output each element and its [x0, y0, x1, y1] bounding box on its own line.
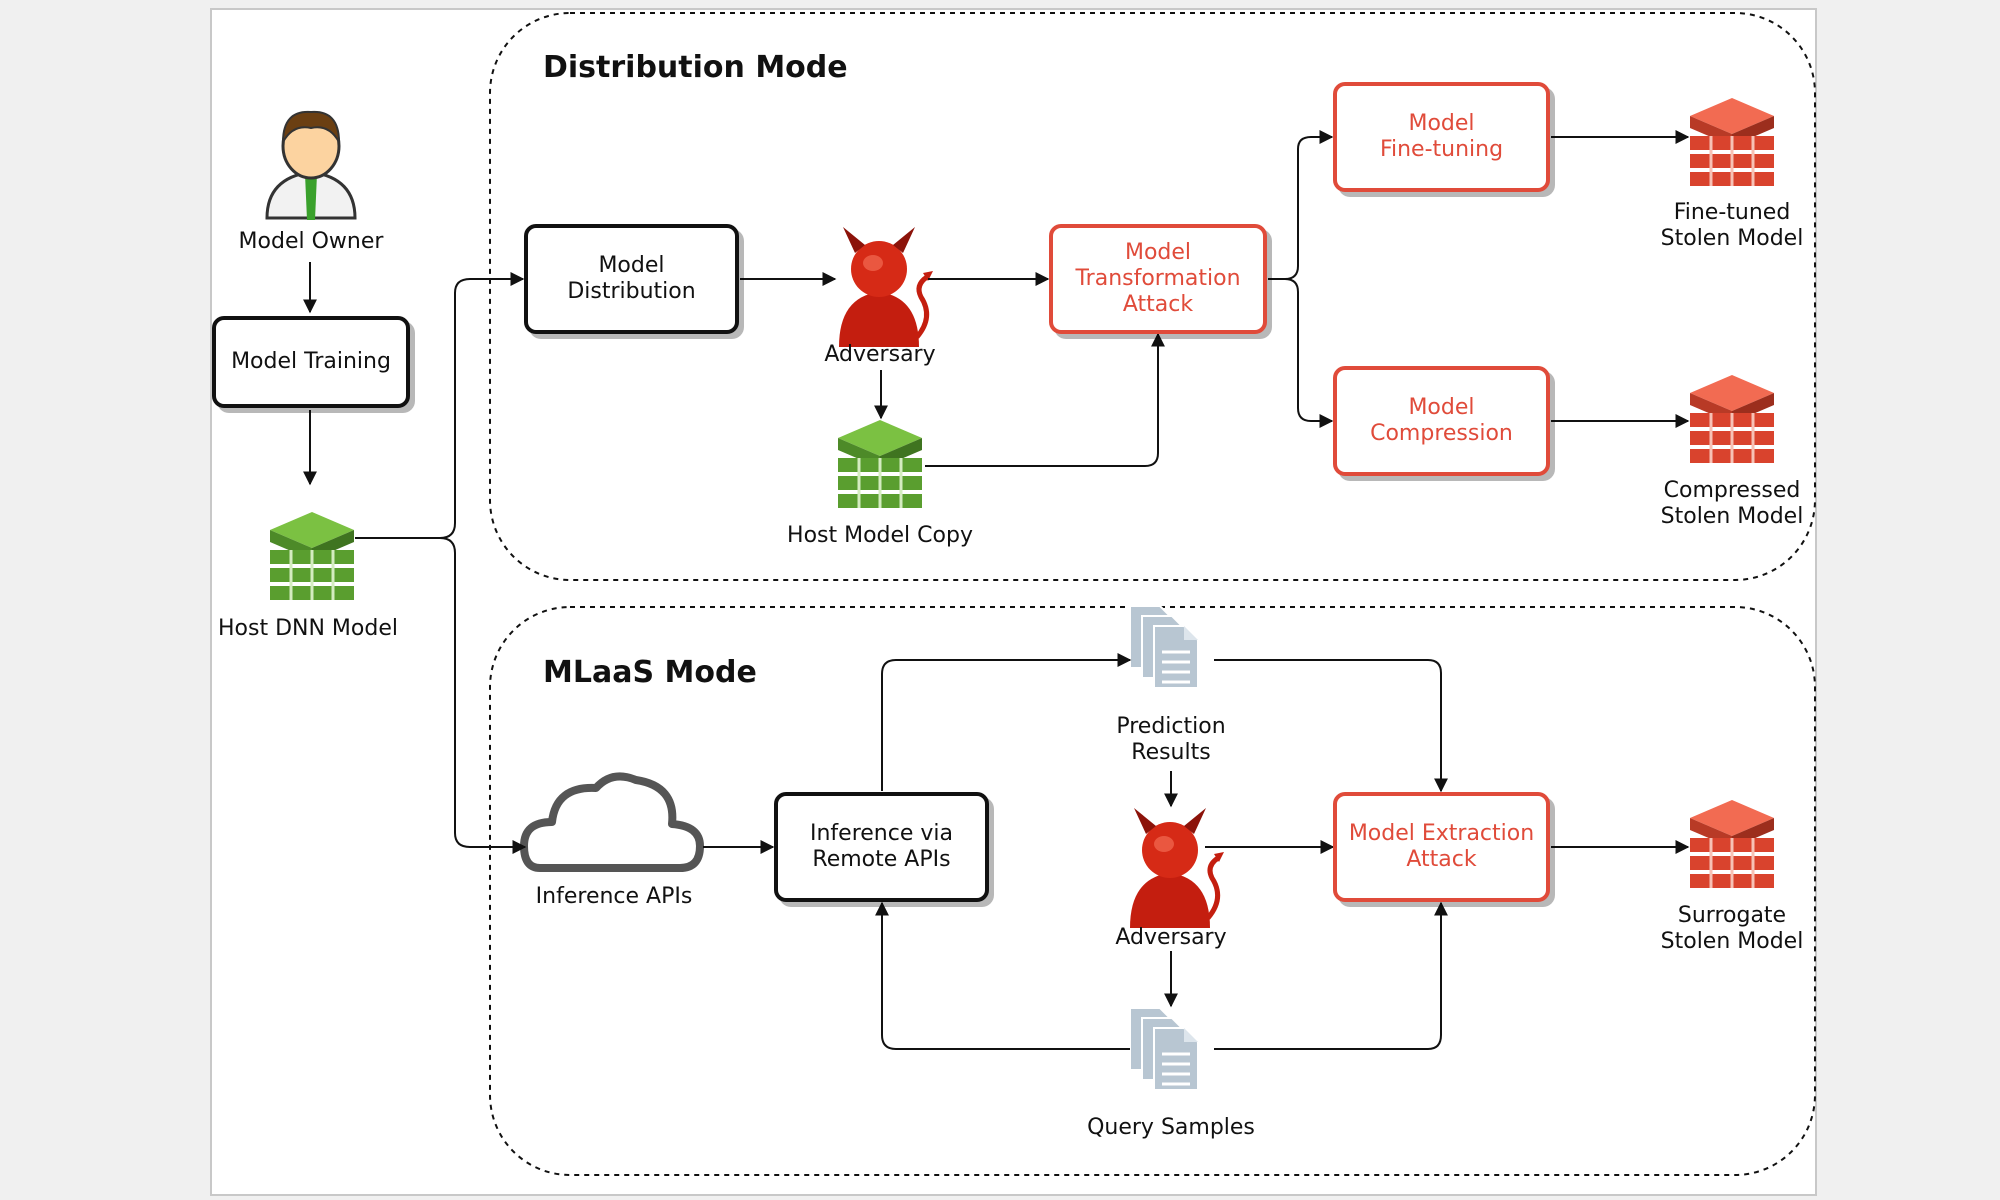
fine-tuned-stolen-model-icon — [1688, 96, 1776, 188]
model-training-box[interactable]: Model Training — [212, 316, 410, 408]
compressed-stolen-model-label: Compressed Stolen Model — [1660, 478, 1804, 529]
mlaas-mode-title: MLaaS Mode — [543, 655, 757, 690]
distribution-mode-title: Distribution Mode — [543, 50, 848, 85]
model-extraction-attack-box[interactable]: Model Extraction Attack — [1333, 792, 1550, 902]
surrogate-stolen-model-icon — [1688, 798, 1776, 890]
cloud-icon — [520, 772, 704, 872]
host-dnn-model-label: Host DNN Model — [218, 616, 398, 641]
person-icon — [265, 110, 357, 220]
query-samples-label: Query Samples — [1087, 1115, 1255, 1140]
model-distribution-box[interactable]: Model Distribution — [524, 224, 739, 334]
host-dnn-model-icon — [268, 510, 356, 602]
host-model-copy-icon — [836, 418, 924, 510]
compressed-stolen-model-icon — [1688, 373, 1776, 465]
model-transformation-attack-box[interactable]: Model Transformation Attack — [1049, 224, 1267, 334]
prediction-results-label: Prediction Results — [1116, 714, 1226, 765]
adversary-label: Adversary — [824, 342, 936, 367]
distribution-mode-container — [489, 12, 1816, 581]
surrogate-stolen-model-label: Surrogate Stolen Model — [1660, 903, 1804, 954]
model-fine-tuning-box[interactable]: Model Fine-tuning — [1333, 82, 1550, 192]
inference-remote-apis-box[interactable]: Inference via Remote APIs — [774, 792, 989, 902]
fine-tuned-stolen-model-label: Fine-tuned Stolen Model — [1660, 200, 1804, 251]
model-compression-box[interactable]: Model Compression — [1333, 366, 1550, 476]
inference-apis-label: Inference APIs — [535, 884, 693, 909]
model-owner-label: Model Owner — [238, 229, 384, 254]
mlaas-adversary-label: Adversary — [1115, 925, 1227, 950]
host-model-copy-label: Host Model Copy — [787, 523, 973, 548]
